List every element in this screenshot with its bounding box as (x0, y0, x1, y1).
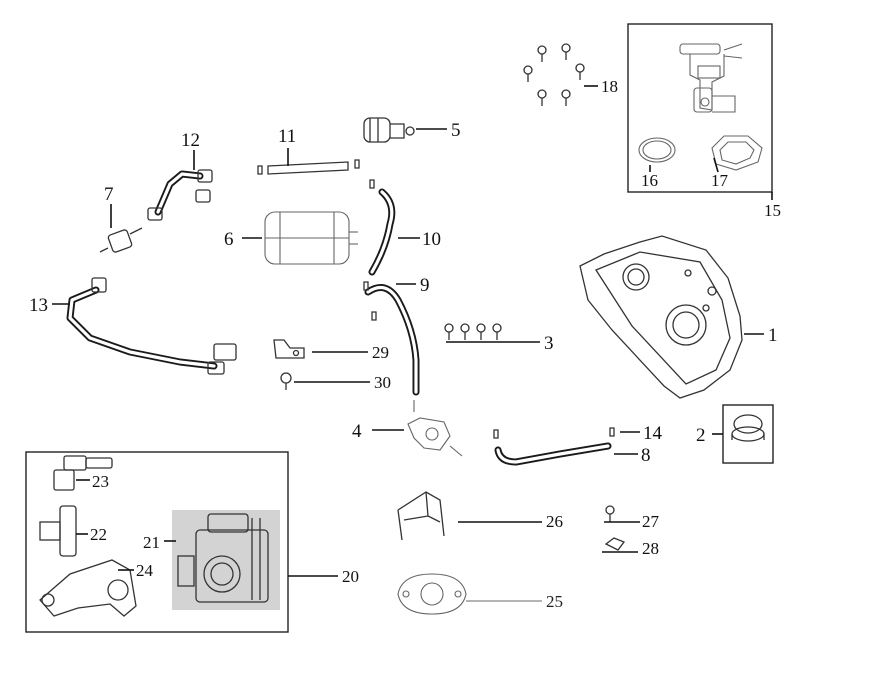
bracket-26 (397, 491, 445, 541)
callout-2: 2 (696, 425, 706, 446)
callout-17: 17 (711, 171, 729, 190)
callout-10: 10 (422, 229, 441, 250)
callout-23: 23 (92, 472, 109, 491)
fuel-valve-4 (407, 400, 463, 457)
hose-clip-14 (609, 427, 615, 437)
callout-5: 5 (451, 120, 461, 141)
callout-13: 13 (29, 295, 48, 316)
callout-16: 16 (641, 171, 658, 190)
vent-hose-9 (363, 281, 420, 396)
callout-8: 8 (641, 445, 651, 466)
callout-21: 21 (143, 533, 160, 552)
callout-15: 15 (764, 201, 781, 220)
callout-11: 11 (278, 126, 296, 147)
callout-27: 27 (642, 512, 660, 531)
injector-22 (39, 505, 77, 557)
pump-gasket-17 (711, 135, 763, 171)
callout-29: 29 (372, 343, 389, 362)
throttle-body-21 (172, 510, 280, 610)
washer-28 (604, 537, 626, 551)
throttle-group-box (25, 451, 289, 633)
fuel-sender-5 (363, 117, 415, 143)
sensor-23 (53, 455, 113, 491)
callout-26: 26 (546, 512, 563, 531)
callout-12: 12 (181, 130, 200, 151)
callout-25: 25 (546, 592, 563, 611)
charcoal-canister-6 (264, 211, 358, 265)
callout-30: 30 (374, 373, 391, 392)
vent-tube-11 (257, 159, 360, 175)
callout-6: 6 (224, 229, 234, 250)
bolt-27 (605, 505, 615, 522)
callout-1: 1 (768, 325, 778, 346)
leader-17 (713, 157, 719, 173)
fuel-pump-drawing (679, 43, 743, 113)
callout-14: 14 (643, 423, 663, 444)
callout-22: 22 (90, 525, 107, 544)
bolt-30 (280, 372, 292, 390)
vent-hose-10 (368, 179, 396, 276)
callout-24: 24 (136, 561, 154, 580)
fuel-tank-1 (579, 235, 743, 399)
callout-4: 4 (352, 421, 362, 442)
inline-filter-7 (99, 227, 143, 253)
bracket-29 (273, 339, 305, 359)
fuel-hose-12 (147, 169, 213, 221)
pump-seal-ring-16 (638, 137, 676, 163)
intake-manifold-24 (39, 559, 137, 617)
callout-3: 3 (544, 333, 554, 354)
fuel-hose-13 (66, 277, 237, 375)
bolts-3 (444, 323, 502, 340)
callout-7: 7 (104, 184, 114, 205)
pump-screws-18 (523, 43, 585, 106)
callout-20: 20 (342, 567, 359, 586)
callout-18: 18 (601, 77, 618, 96)
callout-28: 28 (642, 539, 659, 558)
callout-9: 9 (420, 275, 430, 296)
fuel-pump-group-box (627, 23, 773, 200)
gasket-25 (397, 573, 467, 615)
fuel-cap-2 (722, 404, 774, 464)
return-hose-8 (493, 429, 612, 466)
